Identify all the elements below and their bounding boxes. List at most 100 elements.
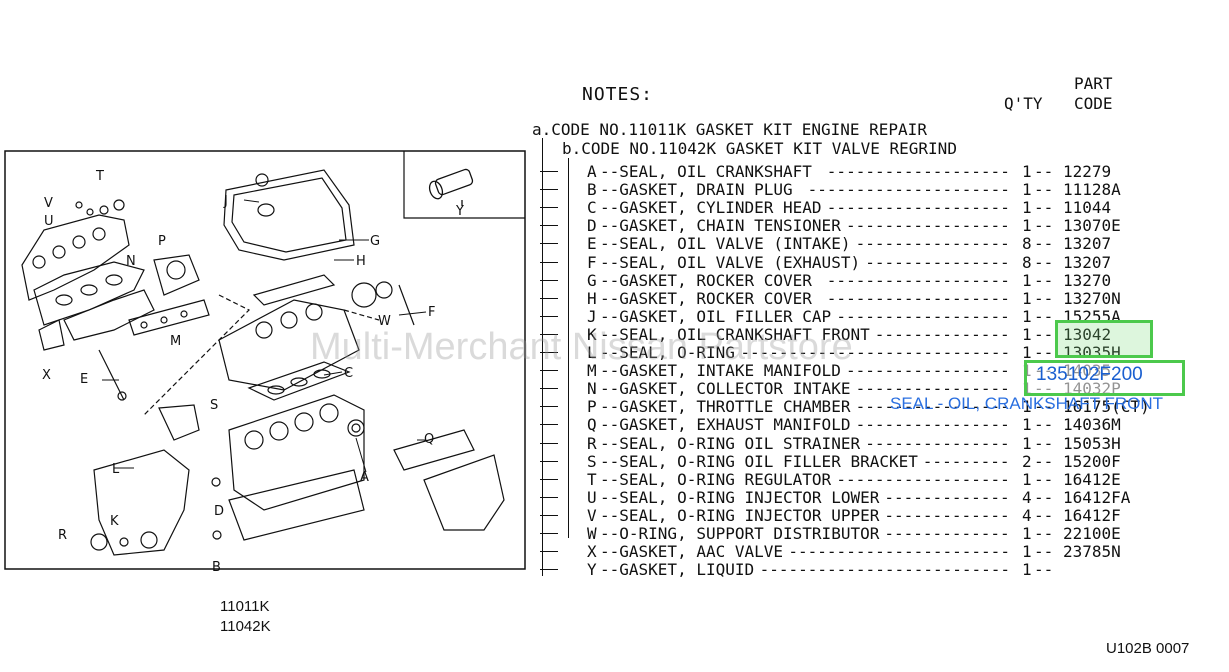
row-quantity: 4	[1022, 487, 1032, 507]
row-part-code: 22100E	[1063, 524, 1121, 543]
row-qty-dashes: --	[1034, 198, 1054, 218]
row-description: --SEAL, OIL VALVE (INTAKE)	[600, 234, 851, 254]
row-qty-dashes: --	[1034, 451, 1054, 471]
row-letter: H	[587, 288, 597, 308]
row-letter: T	[587, 469, 597, 489]
row-part-code: 11044	[1063, 198, 1112, 218]
row-description: --GASKET, OIL FILLER CAP	[600, 306, 832, 326]
row-description: --GASKET, AAC VALVE	[600, 542, 784, 562]
highlight-box-part-number[interactable]	[1024, 360, 1185, 396]
row-description: --GASKET, DRAIN PLUG	[600, 180, 803, 200]
diagram-label-a: A	[360, 470, 369, 485]
row-description: --SEAL, O-RING INJECTOR UPPER	[600, 505, 880, 525]
row-leader-dashes: ----------------	[855, 234, 1010, 254]
row-description: --GASKET, THROTTLE CHAMBER	[600, 397, 851, 417]
diagram-label-t: T	[96, 169, 104, 184]
watermark: Multi-Merchant Nissan Partstore	[310, 326, 853, 368]
row-letter: J	[587, 306, 597, 326]
kit-b-bracket-line	[568, 158, 569, 538]
row-letter: S	[587, 451, 597, 471]
diagram-label-s: S	[210, 398, 219, 413]
row-part-code: 13070E	[1063, 216, 1121, 236]
row-qty-dashes: --	[1034, 469, 1054, 489]
highlighted-part-caption[interactable]: SEAL - OIL, CRANKSHAFT FRONT	[890, 394, 1163, 413]
row-leader-dashes: -------------	[884, 505, 1010, 525]
row-letter: F	[587, 252, 597, 272]
row-description: --SEAL, O-RING INJECTOR LOWER	[600, 487, 880, 507]
row-quantity: 1	[1022, 542, 1032, 562]
row-description: --GASKET, LIQUID	[600, 560, 755, 580]
row-part-code: 23785N	[1063, 542, 1121, 562]
row-letter: Y	[587, 560, 597, 580]
diagram-label-n: N	[126, 254, 136, 269]
diagram-label-r: R	[58, 528, 68, 543]
kit-a-bracket-line	[542, 138, 543, 576]
row-leader-dashes: ---------	[922, 451, 1010, 471]
diagram-label-w: W	[378, 314, 391, 329]
row-quantity: 1	[1022, 324, 1032, 344]
row-leader-dashes: ------------------	[836, 469, 1010, 489]
row-description: --GASKET, ROCKER COVER	[600, 288, 822, 308]
part-code-header-line1: PART	[1074, 74, 1113, 93]
row-qty-dashes: --	[1034, 180, 1054, 200]
row-part-code: 16412F	[1063, 505, 1121, 525]
row-qty-dashes: --	[1034, 216, 1054, 236]
row-qty-dashes: --	[1034, 252, 1054, 272]
row-qty-dashes: --	[1034, 542, 1054, 562]
row-qty-dashes: --	[1034, 505, 1054, 525]
row-letter: N	[587, 379, 597, 399]
row-leader-dashes: -------------------	[826, 270, 1010, 290]
row-qty-dashes: --	[1034, 324, 1054, 344]
kit-number-engine-repair: 11011K	[220, 598, 270, 615]
row-leader-dashes: -----------------	[846, 216, 1010, 236]
diagram-label-k: K	[110, 514, 119, 529]
row-description: --GASKET, ROCKER COVER	[600, 270, 822, 290]
row-description: --SEAL, O-RING REGULATOR	[600, 469, 832, 489]
row-quantity: 1	[1022, 469, 1032, 489]
row-quantity: 1	[1022, 216, 1032, 236]
part-code-header-line2: CODE	[1074, 94, 1113, 113]
engine-gasket-diagram	[4, 150, 526, 570]
row-qty-dashes: --	[1034, 288, 1054, 308]
row-description: --SEAL, OIL VALVE (EXHAUST)	[600, 252, 861, 272]
row-letter: C	[587, 198, 597, 218]
diagram-label-f: F	[428, 305, 436, 320]
row-leader-dashes: -------------------	[826, 198, 1010, 218]
row-leader-dashes: -------------------	[826, 162, 1010, 181]
row-quantity: 1	[1022, 415, 1032, 435]
highlight-box-part-code[interactable]	[1055, 320, 1153, 358]
diagram-label-y: Y	[456, 204, 464, 219]
row-quantity: 1	[1022, 433, 1032, 453]
row-letter: A	[587, 162, 597, 181]
row-part-code: 15053H	[1063, 433, 1121, 453]
diagram-label-p: P	[158, 234, 166, 249]
row-quantity: 1	[1022, 270, 1032, 290]
row-qty-dashes: --	[1034, 415, 1054, 435]
diagram-label-l: L	[112, 462, 120, 477]
row-quantity: 1	[1022, 198, 1032, 218]
row-qty-dashes: --	[1034, 433, 1054, 453]
row-leader-dashes: -----------------	[846, 361, 1010, 381]
highlighted-part-number[interactable]: 135102F200	[1036, 364, 1143, 385]
row-letter: G	[587, 270, 597, 290]
row-leader-dashes: -----------------------	[788, 542, 1010, 562]
row-letter: W	[587, 524, 597, 543]
row-qty-dashes: --	[1034, 524, 1054, 543]
kit-a-description: a.CODE NO.11011K GASKET KIT ENGINE REPAI…	[532, 120, 927, 139]
row-description: --GASKET, CYLINDER HEAD	[600, 198, 822, 218]
row-qty-dashes: --	[1034, 487, 1054, 507]
row-leader-dashes: -------------------	[826, 288, 1010, 308]
row-part-code: 13207	[1063, 252, 1112, 272]
row-letter: E	[587, 234, 597, 254]
row-part-code: 14036M	[1063, 415, 1121, 435]
row-letter: Q	[587, 415, 597, 435]
diagram-label-x: X	[42, 368, 51, 383]
row-description: --GASKET, COLLECTOR INTAKE	[600, 379, 851, 399]
row-letter: X	[587, 542, 597, 562]
row-part-code: 13207	[1063, 234, 1112, 254]
row-leader-dashes: -------------	[884, 524, 1010, 543]
diagram-label-d: D	[214, 504, 225, 519]
row-quantity: 8	[1022, 234, 1032, 254]
notes-title: NOTES:	[582, 84, 654, 105]
row-part-code: 15200F	[1063, 451, 1121, 471]
